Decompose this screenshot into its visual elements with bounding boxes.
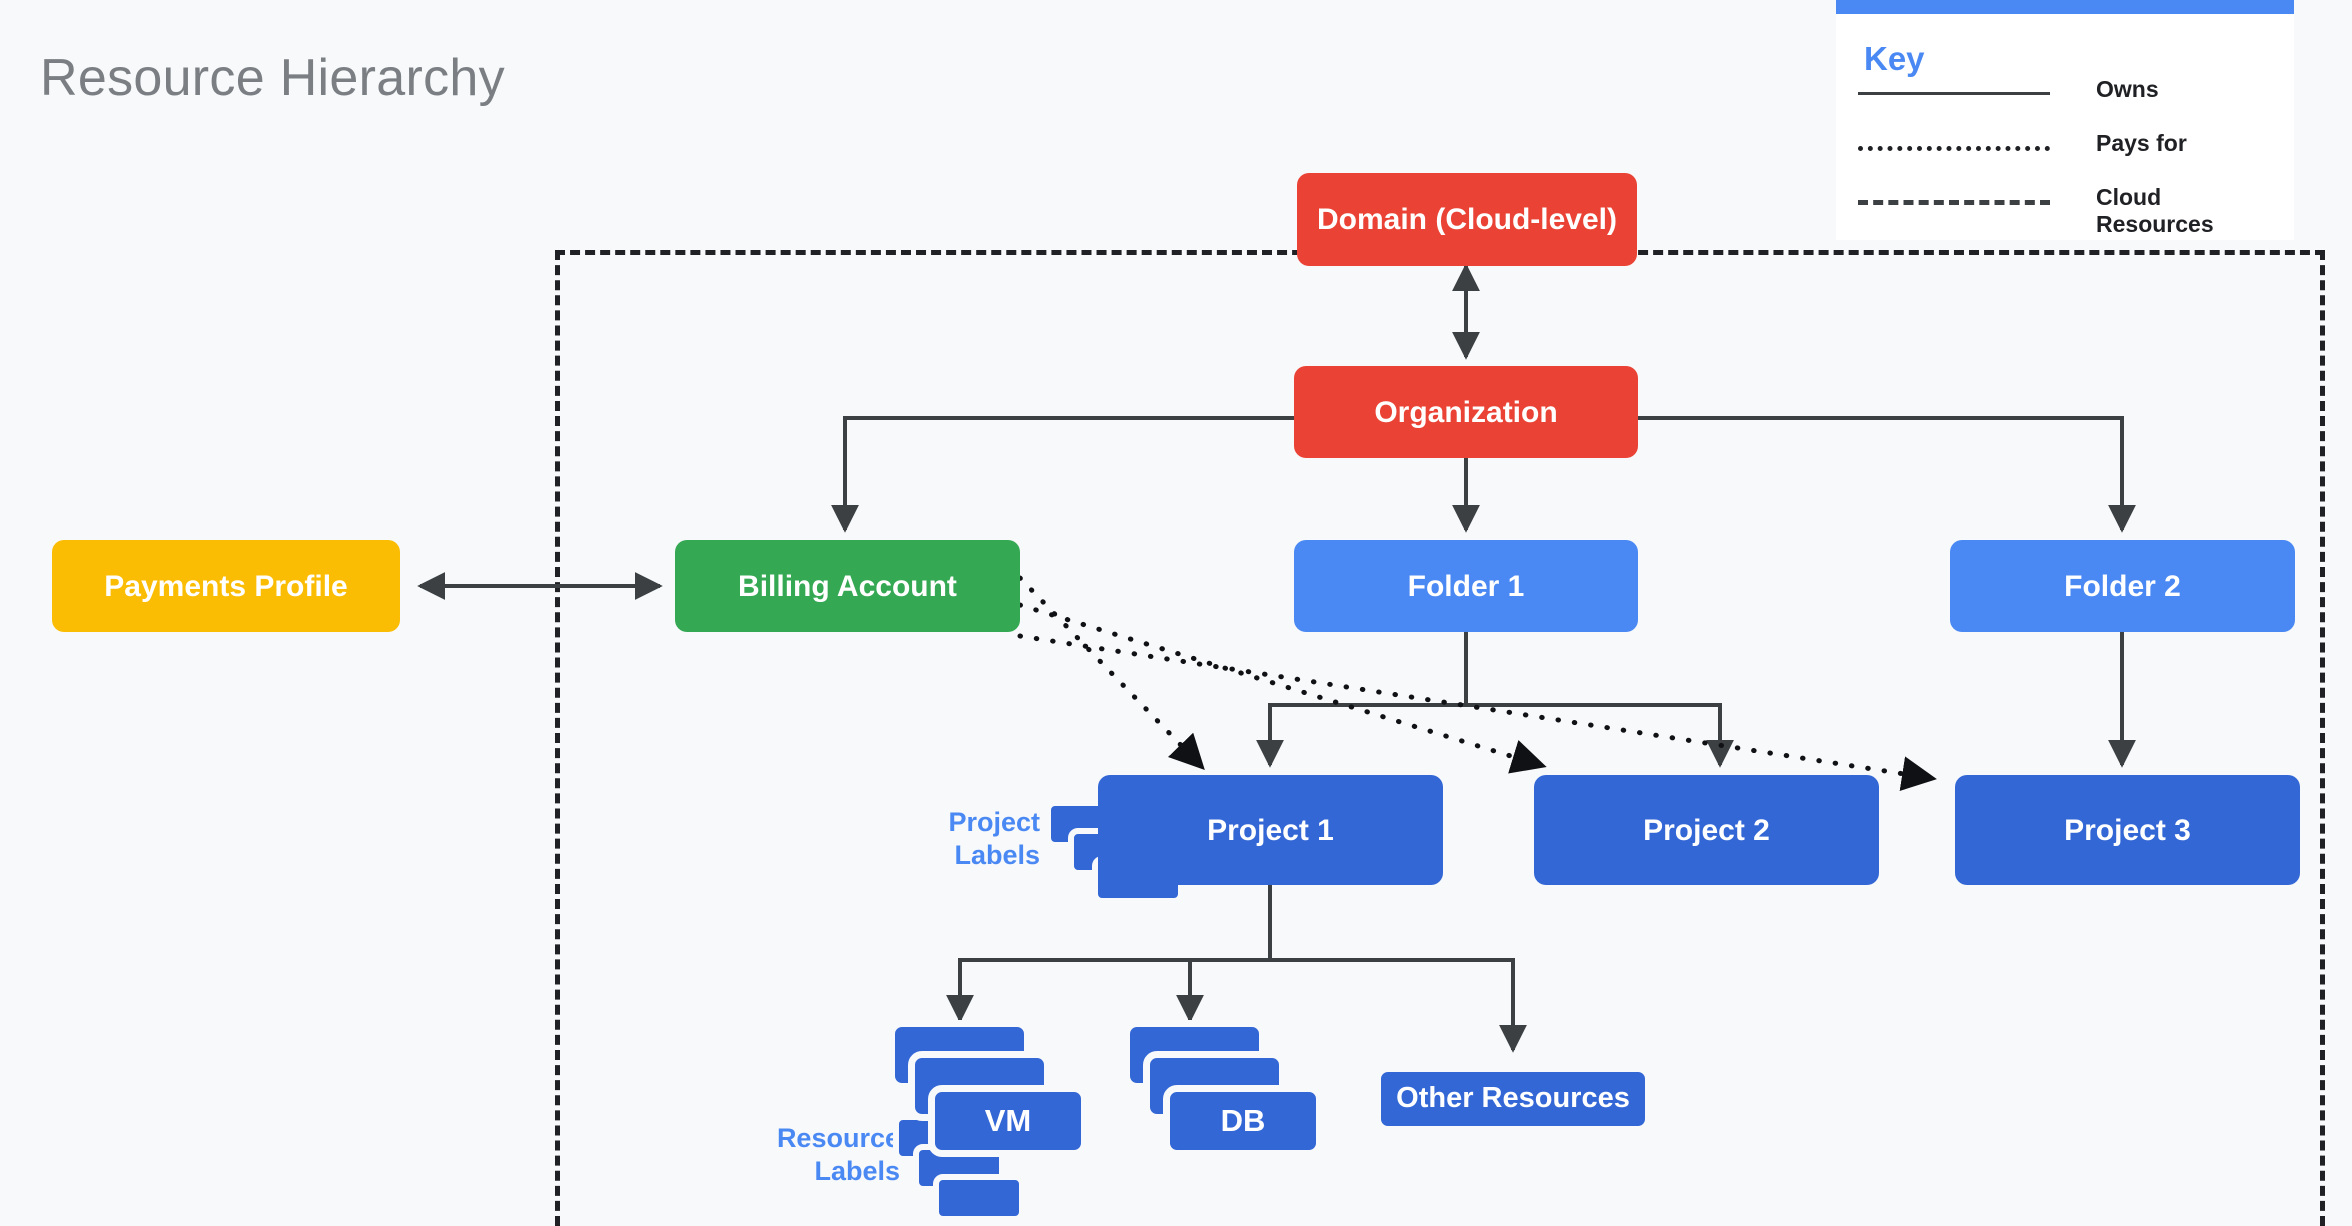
key-label-owns: Owns bbox=[2096, 76, 2159, 102]
page-title: Resource Hierarchy bbox=[40, 49, 505, 107]
resource-label-chip-3 bbox=[933, 1174, 1025, 1222]
resource-labels-line1: Resource bbox=[776, 1123, 900, 1153]
node-project3[interactable]: Project 3 bbox=[1955, 775, 2300, 885]
node-folder2[interactable]: Folder 2 bbox=[1950, 540, 2295, 632]
node-folder1[interactable]: Folder 1 bbox=[1294, 540, 1638, 632]
solid-line-icon bbox=[1858, 92, 2050, 95]
key-heading: Key bbox=[1864, 40, 1925, 77]
dashed-line-icon bbox=[1858, 200, 2050, 205]
key-label-pays-for: Pays for bbox=[2096, 130, 2187, 156]
project-labels-annotation: Project Labels bbox=[880, 806, 1040, 872]
node-project2[interactable]: Project 2 bbox=[1534, 775, 1879, 885]
resource-labels-line2: Labels bbox=[814, 1155, 900, 1186]
project-labels-line2: Labels bbox=[954, 839, 1040, 870]
node-project1[interactable]: Project 1 bbox=[1098, 775, 1443, 885]
node-db[interactable]: DB bbox=[1163, 1085, 1323, 1157]
node-organization[interactable]: Organization bbox=[1294, 366, 1638, 458]
key-row-owns: Owns bbox=[1858, 72, 2278, 118]
node-billing-account[interactable]: Billing Account bbox=[675, 540, 1020, 632]
resource-labels-annotation: Resource Labels bbox=[720, 1122, 900, 1188]
key-label-cloud-resources: Cloud Resources bbox=[2096, 184, 2214, 238]
key-legend: Key Owns Pays for Cloud Resources bbox=[1836, 0, 2294, 240]
node-domain[interactable]: Domain (Cloud-level) bbox=[1297, 173, 1637, 266]
key-row-cloud-resources: Cloud Resources bbox=[1858, 180, 2278, 237]
node-payments-profile[interactable]: Payments Profile bbox=[52, 540, 400, 632]
project-labels-line1: Project bbox=[948, 807, 1040, 837]
node-other-resources[interactable]: Other Resources bbox=[1374, 1065, 1652, 1133]
dotted-line-icon bbox=[1858, 146, 2050, 151]
node-vm[interactable]: VM bbox=[928, 1085, 1088, 1157]
key-row-pays-for: Pays for bbox=[1858, 126, 2278, 172]
